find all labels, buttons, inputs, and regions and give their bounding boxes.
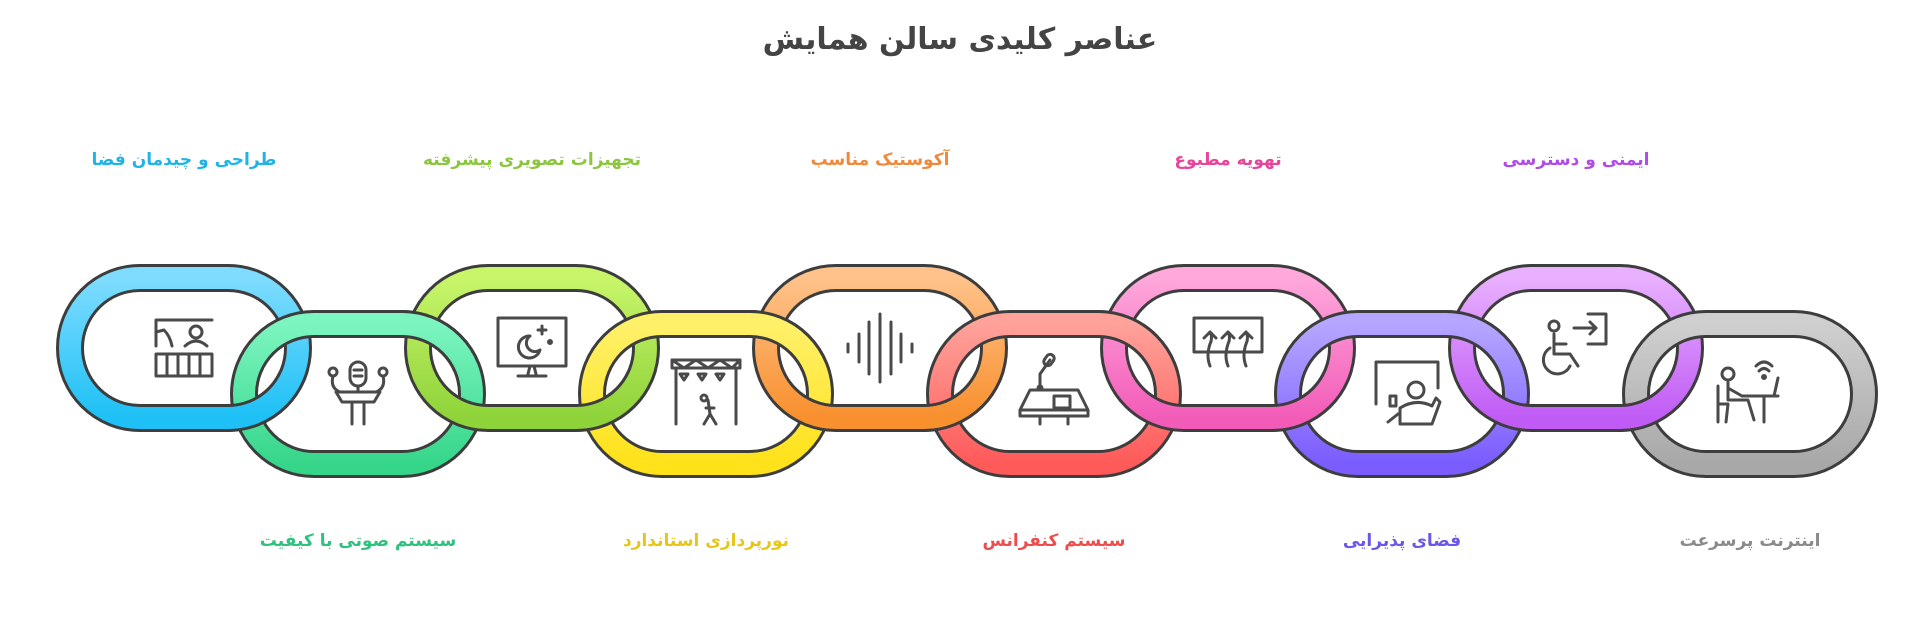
- chain-link-2: [230, 310, 486, 478]
- link-label-9: ایمنی و دسترسی: [1502, 150, 1650, 170]
- chain-link-8: [1274, 310, 1530, 478]
- layout-person-seating-icon: [154, 318, 214, 378]
- chain-link-10: [1622, 310, 1878, 478]
- chain-link-3: [404, 264, 660, 432]
- chain-link-1: [56, 264, 312, 432]
- chain-link-5: [752, 264, 1008, 432]
- link-label-8: فضای پذیرایی: [1342, 531, 1462, 551]
- wheelchair-access-icon: [1541, 312, 1608, 376]
- stage-lighting-icon: [670, 358, 742, 426]
- chain-link-6: [926, 310, 1182, 478]
- microphone-podium-icon: [327, 360, 389, 426]
- diagram-title: عناصر کلیدی سالن همایش: [762, 22, 1158, 57]
- sound-wave-icon: [846, 312, 914, 384]
- lounge-reception-icon: [1374, 360, 1442, 426]
- chain-link-7: [1100, 264, 1356, 432]
- conference-desk-microphone-icon: [1018, 352, 1090, 426]
- link-label-1: طراحی و چیدمان فضا: [91, 150, 277, 170]
- link-label-2: سیستم صوتی با کیفیت: [259, 531, 457, 551]
- link-label-7: تهویه مطبوع: [1174, 150, 1282, 170]
- person-laptop-wifi-icon: [1716, 360, 1780, 424]
- link-label-4: نورپردازی استاندارد: [622, 531, 790, 551]
- link-label-6: سیستم کنفرانس: [982, 531, 1126, 551]
- link-label-5: آکوستیک مناسب: [810, 150, 950, 170]
- link-label-10: اینترنت پرسرعت: [1679, 531, 1821, 551]
- link-label-3: تجهیزات تصویری پیشرفته: [422, 150, 642, 170]
- chain-link-4: [578, 310, 834, 478]
- monitor-display-icon: [496, 316, 568, 378]
- air-conditioner-icon: [1192, 316, 1264, 368]
- chain-link-9: [1448, 264, 1704, 432]
